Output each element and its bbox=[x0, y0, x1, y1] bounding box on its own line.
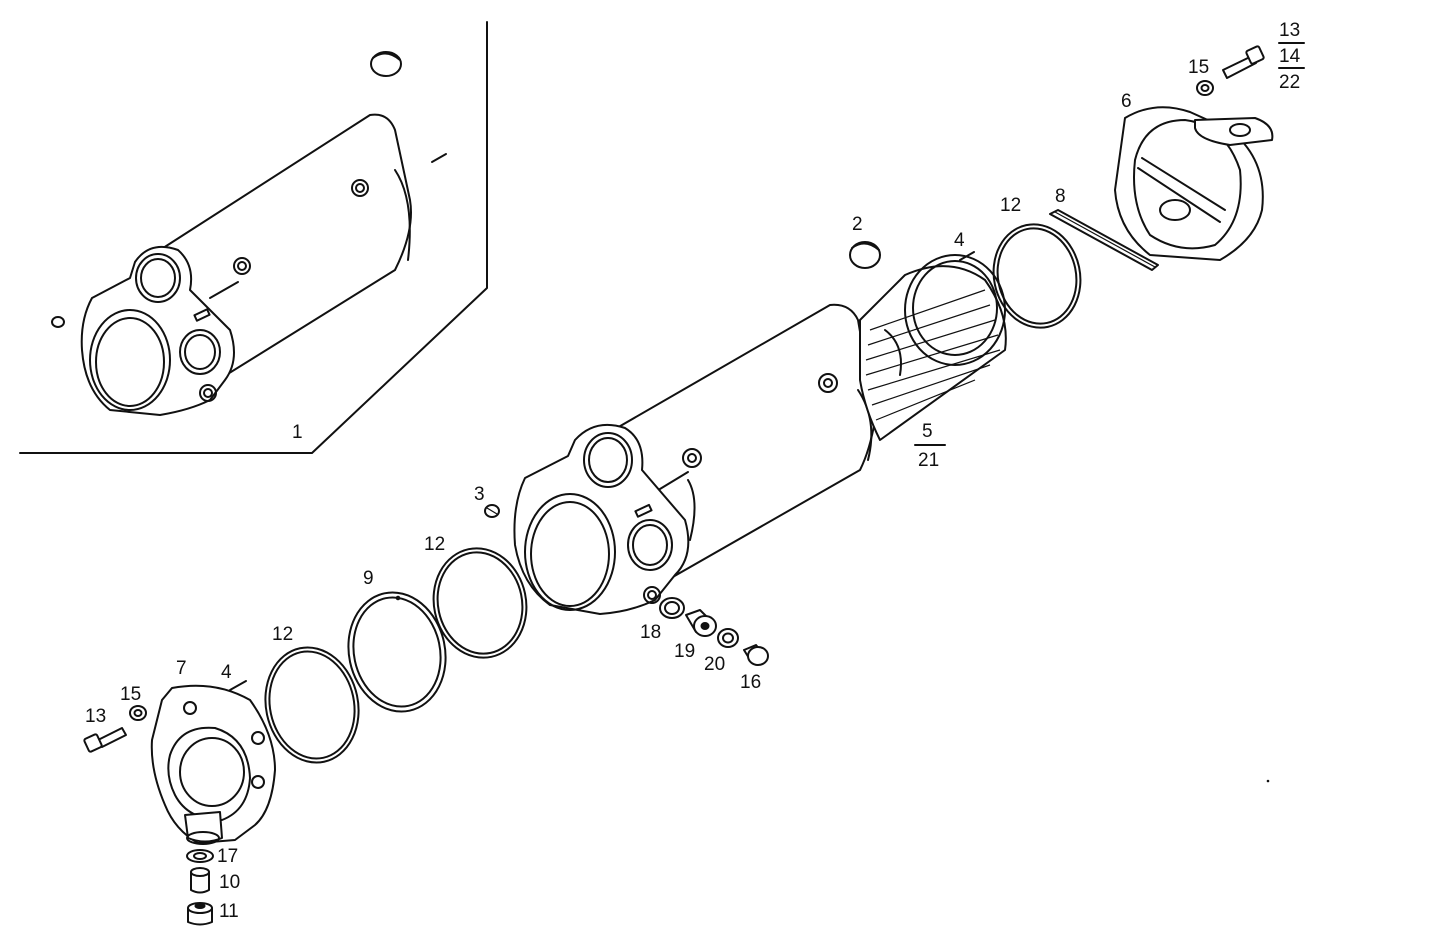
spacer-10 bbox=[190, 867, 210, 894]
end-cover bbox=[1114, 106, 1274, 261]
label-15-top: 15 bbox=[1188, 57, 1209, 78]
label-22: 22 bbox=[1279, 72, 1300, 93]
sealing-washer-18 bbox=[659, 597, 685, 619]
bolt-top bbox=[1222, 45, 1265, 79]
o-ring-left bbox=[264, 646, 360, 764]
label-20: 20 bbox=[704, 654, 725, 675]
label-12-middle: 12 bbox=[424, 534, 445, 555]
grub-screw bbox=[484, 504, 500, 518]
label-15-bottom: 15 bbox=[120, 684, 141, 705]
o-ring-right bbox=[992, 223, 1082, 329]
label-1: 1 bbox=[292, 422, 303, 443]
label-16: 16 bbox=[740, 672, 761, 693]
tube-bundle bbox=[859, 254, 1007, 441]
label-18: 18 bbox=[640, 622, 661, 643]
label-19: 19 bbox=[674, 641, 695, 662]
gasket-strip bbox=[1049, 209, 1159, 271]
label-2: 2 bbox=[852, 214, 863, 235]
bolt-bottom bbox=[83, 727, 127, 753]
stray-dot bbox=[1266, 779, 1270, 783]
label-6: 6 bbox=[1121, 91, 1132, 112]
label-4-top: 4 bbox=[954, 230, 965, 251]
washer-bottom bbox=[129, 705, 147, 721]
washer-top bbox=[1196, 80, 1214, 96]
label-5: 5 bbox=[922, 421, 933, 442]
label-14: 14 bbox=[1279, 46, 1301, 67]
cooler-assembly-inset bbox=[51, 51, 447, 416]
drain-plug-16 bbox=[743, 644, 769, 666]
o-ring-middle bbox=[432, 547, 528, 659]
label-4-bottom: 4 bbox=[221, 662, 232, 683]
label-12-right: 12 bbox=[1000, 195, 1021, 216]
label-17: 17 bbox=[217, 846, 238, 867]
sealing-washer-20 bbox=[717, 628, 739, 648]
label-12-left: 12 bbox=[272, 624, 293, 645]
label-3: 3 bbox=[474, 484, 485, 505]
front-cover bbox=[150, 684, 276, 845]
label-9: 9 bbox=[363, 568, 374, 589]
label-7: 7 bbox=[176, 658, 187, 679]
plug-11 bbox=[187, 902, 213, 926]
label-13-bottom: 13 bbox=[85, 706, 106, 727]
label-8: 8 bbox=[1055, 186, 1066, 207]
washer-17 bbox=[186, 849, 214, 863]
inset-frame bbox=[19, 21, 488, 454]
cooler-body bbox=[513, 303, 876, 615]
baffle-ring bbox=[347, 591, 447, 713]
adapter-19 bbox=[685, 609, 717, 637]
pin-bottom bbox=[229, 680, 247, 691]
plug-cap bbox=[849, 241, 881, 269]
label-13-top: 13 bbox=[1279, 20, 1300, 41]
label-11: 11 bbox=[219, 901, 239, 922]
label-21: 21 bbox=[918, 450, 939, 471]
label-10: 10 bbox=[219, 872, 240, 893]
